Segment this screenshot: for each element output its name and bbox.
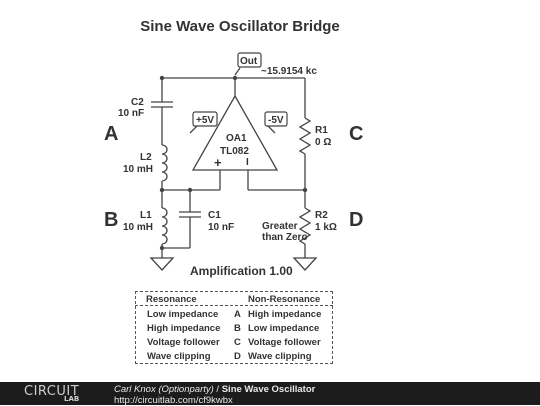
legend-row-left: Wave clipping [147,351,211,362]
corner-label-c: C [349,123,364,145]
inductor-l1 [161,207,168,245]
diagram-title: Sine Wave Oscillator Bridge [140,18,340,35]
out-label-box [237,52,262,68]
ground-left [149,257,175,271]
footer-credit: Carl Knox (Optionparty) / Sine Wave Osci… [114,384,315,395]
junction-top-left [159,75,165,81]
junction-node-left [159,187,165,193]
footer-circuit-name[interactable]: Sine Wave Oscillator [221,384,316,395]
opamp-plus-sign: + [214,155,222,170]
corner-label-d: D [349,209,364,231]
footer-bar [0,382,540,405]
r2-note-line1: Greater [262,221,298,232]
plus-supply-label: +5V [196,115,215,126]
footer-author[interactable]: Carl Knox (Optionparty) [114,384,214,395]
legend-row-key: C [234,337,241,348]
frequency-label: ~15.9154 kc [261,66,317,77]
r2-note-line2: than Zero [262,232,308,243]
legend-header-non-resonance: Non-Resonance [248,294,321,305]
corner-label-a: A [104,123,119,145]
r1-value: 0 Ω [315,137,332,148]
c2-value: 10 nF [118,108,145,119]
legend-row-key: D [234,351,241,362]
c1-name: C1 [208,210,221,221]
resistor-r1 [298,117,312,155]
l2-value: 10 mH [123,164,154,175]
legend-row-right: Voltage follower [248,337,321,348]
legend-row-left: High impedance [147,323,221,334]
junction-out [232,75,238,81]
legend-row-left: Low impedance [147,309,219,320]
corner-label-b: B [104,209,119,231]
opamp-part: TL082 [220,146,249,157]
amplification-label: Amplification 1.00 [190,264,293,278]
pointer-minus-supply [267,125,276,134]
c1-value: 10 nF [208,222,235,233]
footer-url[interactable]: http://circuitlab.com/cf9kwbx [114,395,233,406]
opamp-oa1 [191,94,279,171]
footer-separator: / [213,384,222,395]
legend-header-resonance: Resonance [146,294,197,305]
plus-supply-box [192,111,218,127]
minus-supply-label: -5V [268,115,284,126]
junction-bottom [159,245,165,251]
c2-name: C2 [131,97,144,108]
legend-row-right: Wave clipping [248,351,312,362]
legend-table [135,291,333,364]
circuitlab-logo-top[interactable]: CIRCUIT [24,384,80,399]
legend-row-right: High impedance [248,309,322,320]
legend-table-header-divider [135,305,333,306]
l1-value: 10 mH [123,222,154,233]
opamp-minus-sign: I [246,157,249,168]
junction-node-right [302,187,308,193]
r2-name: R2 [315,210,328,221]
inductor-l2 [161,144,168,182]
circuitlab-logo-bottom[interactable]: LAB [64,395,80,403]
opamp-name: OA1 [226,133,247,144]
ground-right [292,257,318,271]
legend-row-right: Low impedance [248,323,320,334]
l1-name: L1 [140,210,152,221]
resistor-r2 [298,207,312,245]
pointer-plus-supply [189,125,198,134]
pointer-out [234,67,241,76]
legend-row-left: Voltage follower [147,337,220,348]
r1-name: R1 [315,125,328,136]
legend-row-key: B [234,323,241,334]
r2-value: 1 kΩ [315,222,337,233]
legend-row-key: A [234,309,241,320]
minus-supply-box [264,111,288,127]
out-label: Out [240,56,258,67]
l2-name: L2 [140,152,152,163]
junction-node-c1 [187,187,193,193]
